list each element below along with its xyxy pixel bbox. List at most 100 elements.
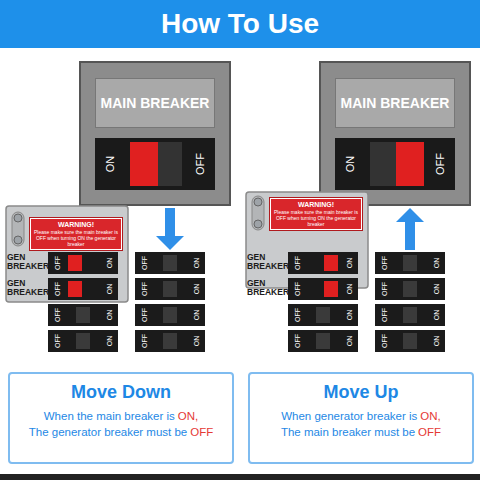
circuit-breaker — [48, 330, 118, 352]
breaker-state: OFF — [141, 308, 148, 322]
breaker-state: ON — [433, 258, 440, 269]
breaker-state: OFF — [141, 282, 148, 296]
toggle-red — [396, 142, 424, 186]
toggle-dark — [158, 142, 182, 186]
breaker-state: ON — [193, 336, 200, 347]
step-line: The main breaker must beOFF — [256, 425, 466, 441]
interlock-plate — [246, 192, 368, 288]
state-word: OFF — [190, 426, 213, 438]
screw — [14, 214, 22, 222]
step-line: The generator breaker must beOFF — [16, 425, 226, 441]
breaker-state: OFF — [294, 282, 301, 296]
switch-state: OFF — [195, 153, 206, 175]
breaker-state: ON — [193, 284, 200, 295]
breaker-label: MAIN BREAKER — [95, 78, 215, 128]
warning-title: WARNING! — [274, 201, 358, 209]
circuit-breaker — [48, 252, 118, 274]
step-text: When the main breaker is — [44, 410, 175, 422]
breaker-state: OFF — [294, 308, 301, 322]
plate-slot — [12, 212, 24, 246]
breaker-handle — [316, 333, 330, 349]
state-word: OFF — [418, 426, 441, 438]
gen-handle — [68, 281, 82, 297]
breaker-state: OFF — [54, 334, 61, 348]
breaker-state: ON — [346, 336, 353, 347]
arrow-shaft — [165, 208, 175, 236]
step-text: When generator breaker is — [281, 410, 417, 422]
circuit-breaker — [375, 252, 445, 274]
step-heading: Move Down — [16, 382, 226, 403]
breaker-state: OFF — [381, 256, 388, 270]
circuit-breaker — [48, 278, 118, 300]
plate-slot — [252, 196, 264, 230]
gen-handle — [68, 255, 82, 271]
instruction-box: Move UpWhen generator breaker isON,The m… — [248, 372, 474, 464]
breaker-state: ON — [346, 284, 353, 295]
warning-sticker: WARNING!Please make sure the main breake… — [30, 218, 122, 250]
circuit-breaker — [135, 252, 205, 274]
breaker-handle — [403, 281, 417, 297]
breaker-state: OFF — [141, 256, 148, 270]
warning-text: Please make sure the main breaker is OFF… — [34, 229, 118, 247]
step-line: When generator breaker isON, — [256, 409, 466, 425]
warning-title: WARNING! — [34, 221, 118, 229]
arrow-head — [156, 236, 184, 250]
breaker-handle — [163, 281, 177, 297]
breaker-state: ON — [433, 310, 440, 321]
breaker-state: OFF — [54, 282, 61, 296]
toggle-red — [130, 142, 158, 186]
header-band: How To Use — [0, 0, 480, 48]
breaker-state: OFF — [141, 334, 148, 348]
breaker-state: OFF — [54, 256, 61, 270]
gen-breaker-label: GEN BREAKER — [7, 279, 47, 296]
screw — [254, 220, 262, 228]
breaker-handle — [163, 333, 177, 349]
main-switch — [335, 138, 455, 190]
circuit-breaker — [288, 252, 358, 274]
circuit-breaker — [288, 304, 358, 326]
interlock-plate — [6, 206, 128, 302]
breaker-handle — [403, 333, 417, 349]
breaker-state: ON — [346, 258, 353, 269]
breaker-state: ON — [106, 258, 113, 269]
breaker-handle — [76, 333, 90, 349]
breaker-state: ON — [193, 310, 200, 321]
main-switch — [95, 138, 215, 190]
circuit-breaker — [288, 278, 358, 300]
arrow-shaft — [405, 222, 415, 250]
switch-state: ON — [105, 156, 116, 173]
warning-text: Please make sure the main breaker is OFF… — [274, 209, 358, 227]
arrow-head — [396, 208, 424, 222]
step-line: When the main breaker isON, — [16, 409, 226, 425]
circuit-breaker — [375, 278, 445, 300]
page-title: How To Use — [161, 8, 319, 40]
breaker-handle — [163, 255, 177, 271]
gen-breaker-label: GEN BREAKER — [247, 279, 287, 296]
panel-label: MAIN BREAKER — [101, 95, 210, 111]
circuit-breaker — [135, 330, 205, 352]
breaker-state: OFF — [294, 334, 301, 348]
circuit-breaker — [135, 304, 205, 326]
breaker-state: ON — [106, 284, 113, 295]
breaker-state: ON — [106, 310, 113, 321]
circuit-breaker — [135, 278, 205, 300]
warning-sticker: WARNING!Please make sure the main breake… — [270, 198, 362, 230]
breaker-state: ON — [346, 310, 353, 321]
circuit-breaker — [375, 330, 445, 352]
state-word: ON, — [420, 410, 440, 422]
step-heading: Move Up — [256, 382, 466, 403]
toggle-dark — [370, 142, 396, 186]
switch-state: OFF — [435, 153, 446, 175]
gen-breaker-label: GEN BREAKER — [247, 253, 287, 270]
switch-state: ON — [345, 156, 356, 173]
breaker-state: OFF — [381, 334, 388, 348]
panel-label: MAIN BREAKER — [341, 95, 450, 111]
step-text: The main breaker must be — [281, 426, 415, 438]
breaker-handle — [163, 307, 177, 323]
step-text: The generator breaker must be — [29, 426, 188, 438]
main-panel — [320, 62, 470, 205]
state-word: ON, — [178, 410, 198, 422]
screw — [254, 198, 262, 206]
breaker-state: ON — [106, 336, 113, 347]
breaker-state: OFF — [381, 282, 388, 296]
